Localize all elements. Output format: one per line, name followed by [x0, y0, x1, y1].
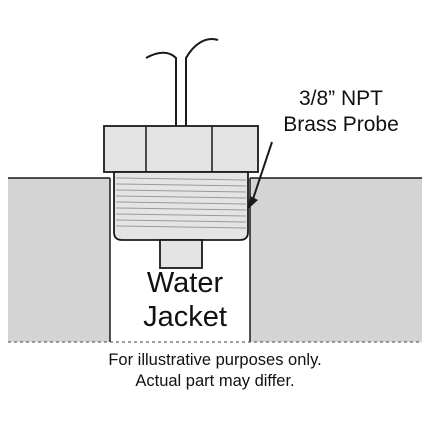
wire-right: [185, 38, 219, 126]
probe-tip: [159, 239, 203, 269]
thread-lines: [115, 177, 247, 229]
jacket-wall-right: [250, 178, 422, 342]
disclaimer-line1: For illustrative purposes only.: [108, 351, 322, 369]
disclaimer-line2: Actual part may differ.: [135, 372, 295, 390]
wire-left: [145, 51, 177, 126]
disclaimer-caption: For illustrative purposes only. Actual p…: [0, 350, 430, 392]
probe-label-line1: 3/8” NPT: [298, 87, 384, 110]
threaded-body: [113, 171, 249, 241]
probe-pointer-arrow: [247, 141, 273, 210]
water-jacket-label: Water Jacket: [120, 266, 250, 334]
hex-head: [103, 125, 259, 173]
probe-label: 3/8” NPT Brass Probe: [256, 86, 426, 138]
probe-label-line2: Brass Probe: [283, 113, 399, 136]
water-jacket-label-line1: Water: [146, 267, 224, 299]
jacket-wall-left: [8, 178, 110, 342]
water-jacket-label-line2: Jacket: [143, 301, 227, 333]
